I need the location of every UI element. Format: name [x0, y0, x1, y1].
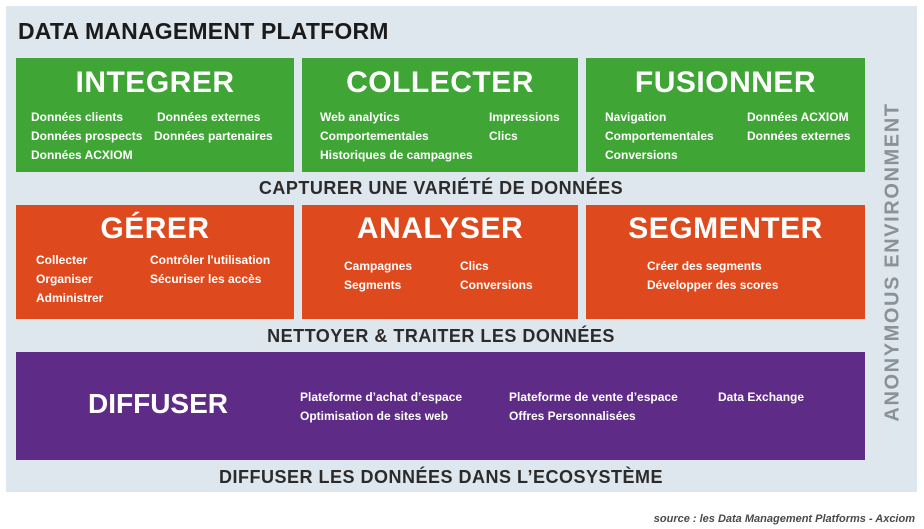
integrer-item: Données prospects: [31, 129, 143, 143]
capture-band-label: CAPTURER UNE VARIÉTÉ DE DONNÉES: [258, 178, 624, 198]
collecter-item: Clics: [489, 129, 518, 143]
collecter-item: Historiques de campagnes: [320, 148, 473, 162]
gerer-item: Contrôler l'utilisation: [150, 253, 271, 267]
analyser-item: Segments: [344, 278, 402, 292]
gerer-item: Administrer: [36, 291, 104, 305]
integrer-item: Données externes: [157, 110, 261, 124]
collecter-box: COLLECTER Web analytics Comportementales…: [302, 58, 578, 172]
integrer-item: Données ACXIOM: [31, 148, 133, 162]
segmenter-item: Créer des segments: [647, 259, 762, 273]
segmenter-box: SEGMENTER Créer des segments Développer …: [586, 205, 865, 319]
integrer-box: INTEGRER Données clients Données prospec…: [16, 58, 294, 172]
anonymous-environment-label: ANONYMOUS ENVIRONMENT: [881, 102, 904, 422]
fusionner-item: Données externes: [747, 129, 851, 143]
fusionner-item: Conversions: [605, 148, 678, 162]
collecter-item: Comportementales: [320, 129, 429, 143]
gerer-title: GÉRER: [100, 212, 210, 245]
diagram-title: DATA MANAGEMENT PLATFORM: [18, 18, 389, 44]
analyser-box: ANALYSER Campagnes Segments Clics Conver…: [302, 205, 578, 319]
source-caption: source : les Data Management Platforms -…: [653, 513, 915, 525]
diffuser-title: DIFFUSER: [88, 388, 228, 419]
diffuser-box: DIFFUSER Plateforme d’achat d’espace Opt…: [16, 352, 865, 460]
gerer-box: GÉRER Collecter Organiser Administrer Co…: [16, 205, 294, 319]
gerer-item: Sécuriser les accès: [150, 272, 262, 286]
fusionner-item: Données ACXIOM: [747, 110, 849, 124]
integrer-item: Données partenaires: [154, 129, 273, 143]
collecter-title: COLLECTER: [346, 66, 534, 99]
fusionner-item: Navigation: [605, 110, 667, 124]
fusionner-box: FUSIONNER Navigation Comportementales Co…: [586, 58, 865, 172]
integrer-item: Données clients: [31, 110, 124, 124]
segmenter-title: SEGMENTER: [628, 212, 823, 245]
diffuse-band-label: DIFFUSER LES DONNÉES DANS L’ECOSYSTÈME: [218, 467, 664, 487]
collecter-item: Web analytics: [320, 110, 400, 124]
analyser-title: ANALYSER: [356, 212, 524, 245]
clean-band-label: NETTOYER & TRAITER LES DONNÉES: [267, 326, 615, 346]
integrer-title: INTEGRER: [75, 66, 235, 99]
diffuser-item: Plateforme de vente d’espace: [509, 390, 678, 404]
diffuser-item: Plateforme d’achat d’espace: [300, 390, 463, 404]
collecter-item: Impressions: [489, 110, 560, 124]
diffuser-item: Offres Personnalisées: [509, 409, 636, 423]
fusionner-title: FUSIONNER: [634, 66, 817, 99]
gerer-item: Collecter: [36, 253, 88, 267]
diffuser-item: Optimisation de sites web: [300, 409, 449, 423]
segmenter-item: Développer des scores: [647, 278, 779, 292]
gerer-item: Organiser: [36, 272, 93, 286]
analyser-item: Conversions: [460, 278, 533, 292]
fusionner-item: Comportementales: [605, 129, 714, 143]
diffuser-item: Data Exchange: [718, 390, 805, 404]
analyser-item: Campagnes: [344, 259, 413, 273]
analyser-item: Clics: [460, 259, 489, 273]
